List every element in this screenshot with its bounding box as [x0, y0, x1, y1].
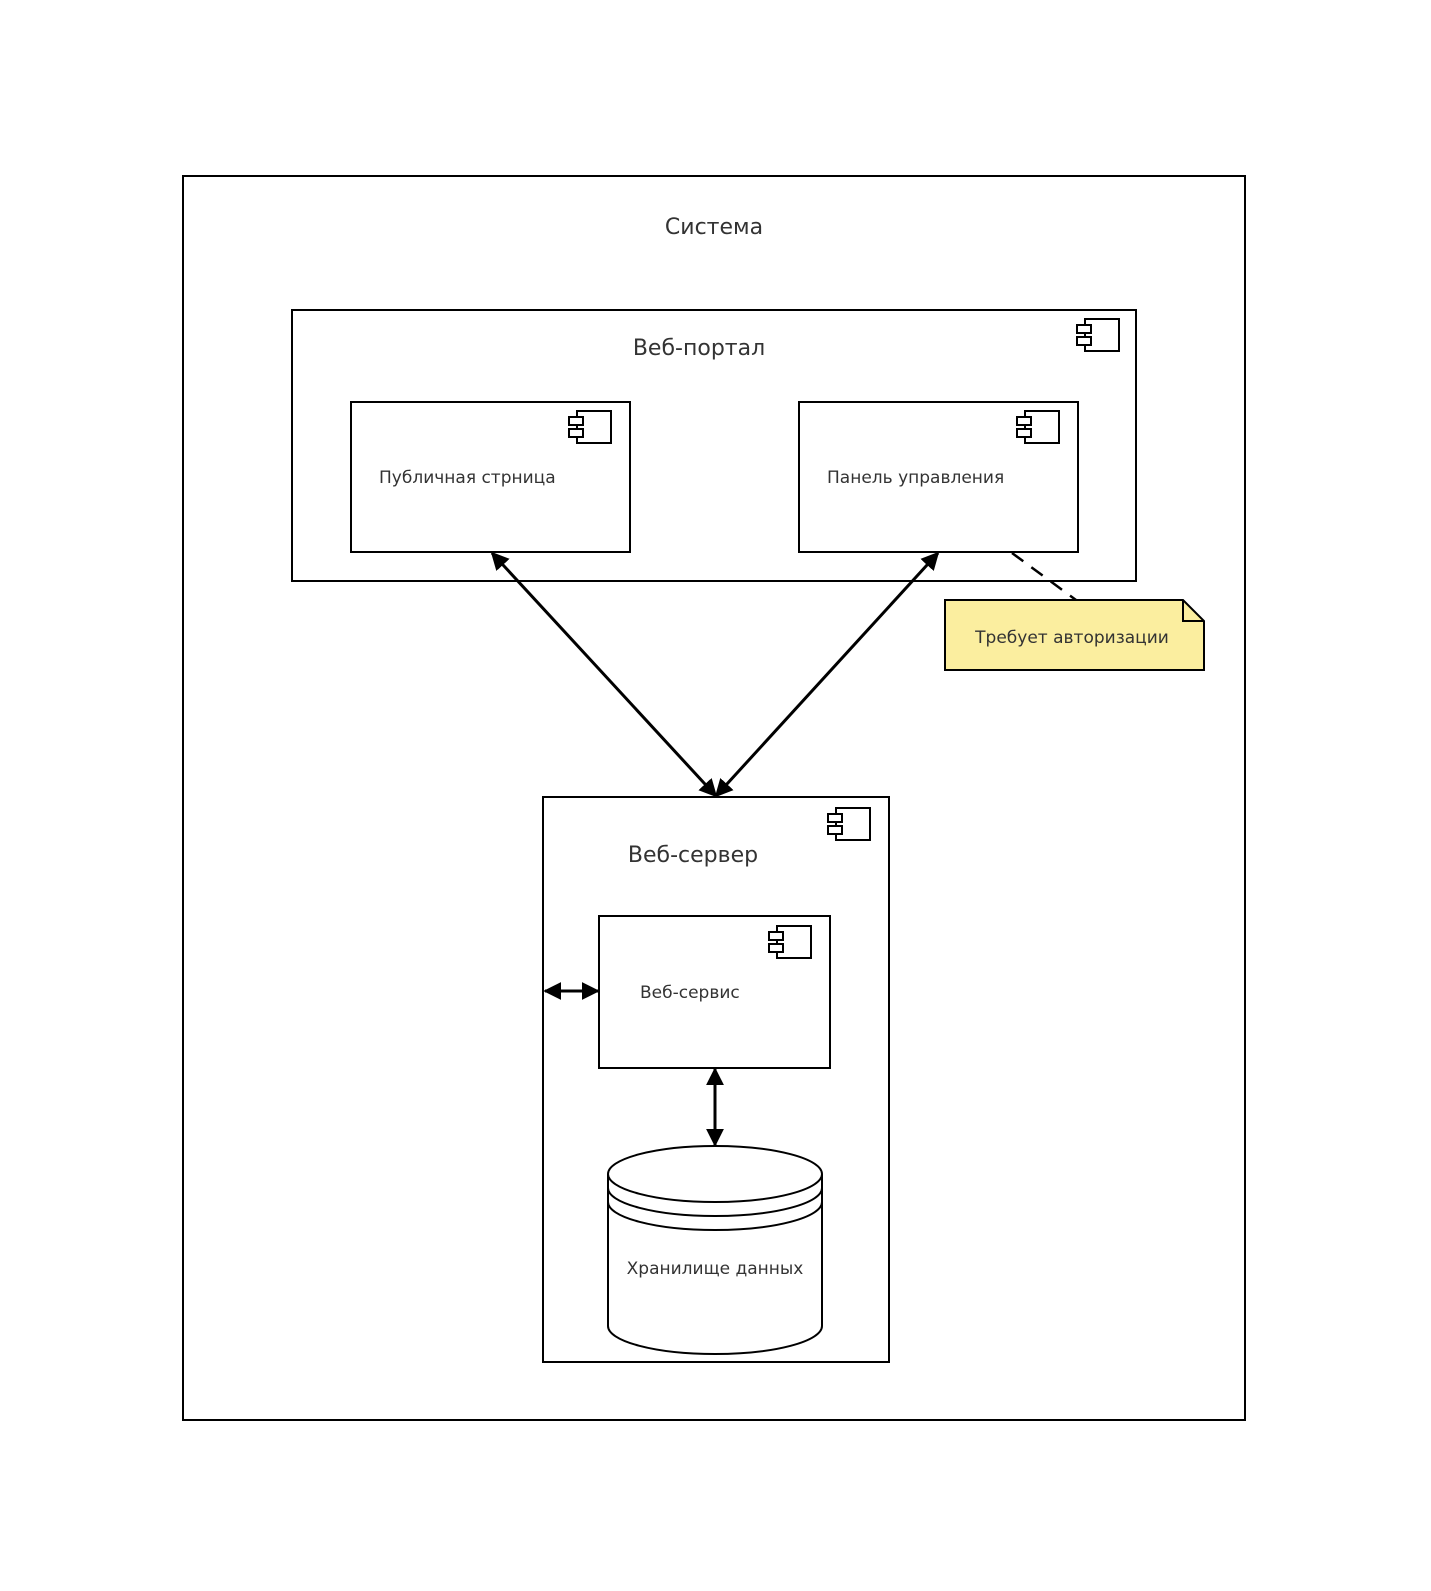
web-service-label: Веб-сервис — [640, 983, 740, 1003]
web-portal-title: Веб-портал — [633, 336, 765, 361]
public-page-label: Публичная стрница — [379, 468, 556, 488]
data-storage: Хранилище данных — [607, 1145, 823, 1355]
control-panel-label: Панель управления — [827, 468, 1004, 488]
note-anchor-line — [1011, 551, 1077, 602]
storage-ring — [607, 1187, 823, 1217]
storage-ring — [607, 1201, 823, 1231]
control-panel-to-server-arrow — [714, 551, 940, 798]
connectors — [490, 551, 1077, 1147]
storage-top — [607, 1145, 823, 1203]
storage-body — [607, 1174, 823, 1355]
public-page-to-server-arrow — [490, 551, 718, 798]
public-page-component: Публичная стрница — [350, 401, 631, 553]
data-storage-label: Хранилище данных — [627, 1259, 804, 1279]
note-fold — [1182, 600, 1204, 622]
control-panel-component: Панель управления — [798, 401, 1079, 553]
auth-note: Требует авторизации — [944, 599, 1205, 671]
web-server-title: Веб-сервер — [628, 843, 758, 868]
note-body — [944, 599, 1205, 671]
web-portal-component: Веб-портал Публичная стрница Панель упра… — [291, 309, 1137, 582]
system-title: Система — [665, 215, 763, 240]
note-text: Требует авторизации — [974, 628, 1169, 648]
web-service-component: Веб-сервис — [598, 915, 831, 1069]
